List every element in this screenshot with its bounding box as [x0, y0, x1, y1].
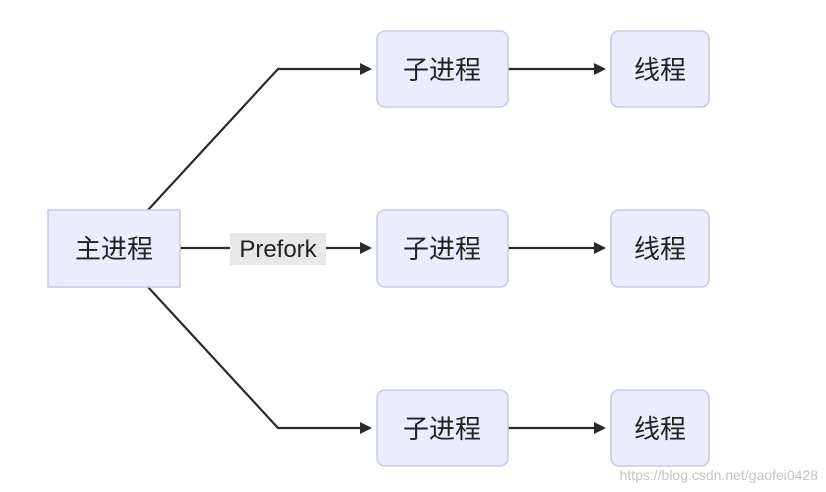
edge-label-background [230, 233, 326, 265]
node-thread-top-box [610, 30, 710, 108]
edge-main-to-child-bottom [147, 286, 372, 434]
edge-main-to-child-top [147, 63, 372, 211]
node-thread-mid-box [610, 209, 710, 288]
node-main-process: 主进程 [47, 209, 181, 288]
node-thread-bottom-box [610, 389, 710, 467]
node-child-process-bottom-label: 子进程 [403, 415, 481, 445]
edge-label-prefork: Prefork [239, 236, 317, 263]
node-main-process-box [47, 209, 181, 288]
node-thread-mid: 线程 [610, 209, 710, 288]
node-thread-bottom-label: 线程 [634, 415, 686, 445]
node-thread-bottom: 线程 [610, 389, 710, 467]
node-child-process-top-box [376, 30, 509, 108]
node-child-process-mid: 子进程 [376, 209, 509, 288]
node-child-process-mid-box [376, 209, 509, 288]
node-child-process-mid-label: 子进程 [403, 235, 481, 265]
node-thread-top-label: 线程 [634, 56, 686, 86]
node-child-process-bottom: 子进程 [376, 389, 509, 467]
node-main-process-label: 主进程 [75, 235, 153, 265]
node-child-process-top-label: 子进程 [403, 56, 481, 86]
node-child-process-top: 子进程 [376, 30, 509, 108]
watermark-url: https://blog.csdn.net/gaofei0428 [620, 467, 819, 483]
node-thread-mid-label: 线程 [634, 235, 686, 265]
node-child-process-bottom-box [376, 389, 509, 467]
node-thread-top: 线程 [610, 30, 710, 108]
